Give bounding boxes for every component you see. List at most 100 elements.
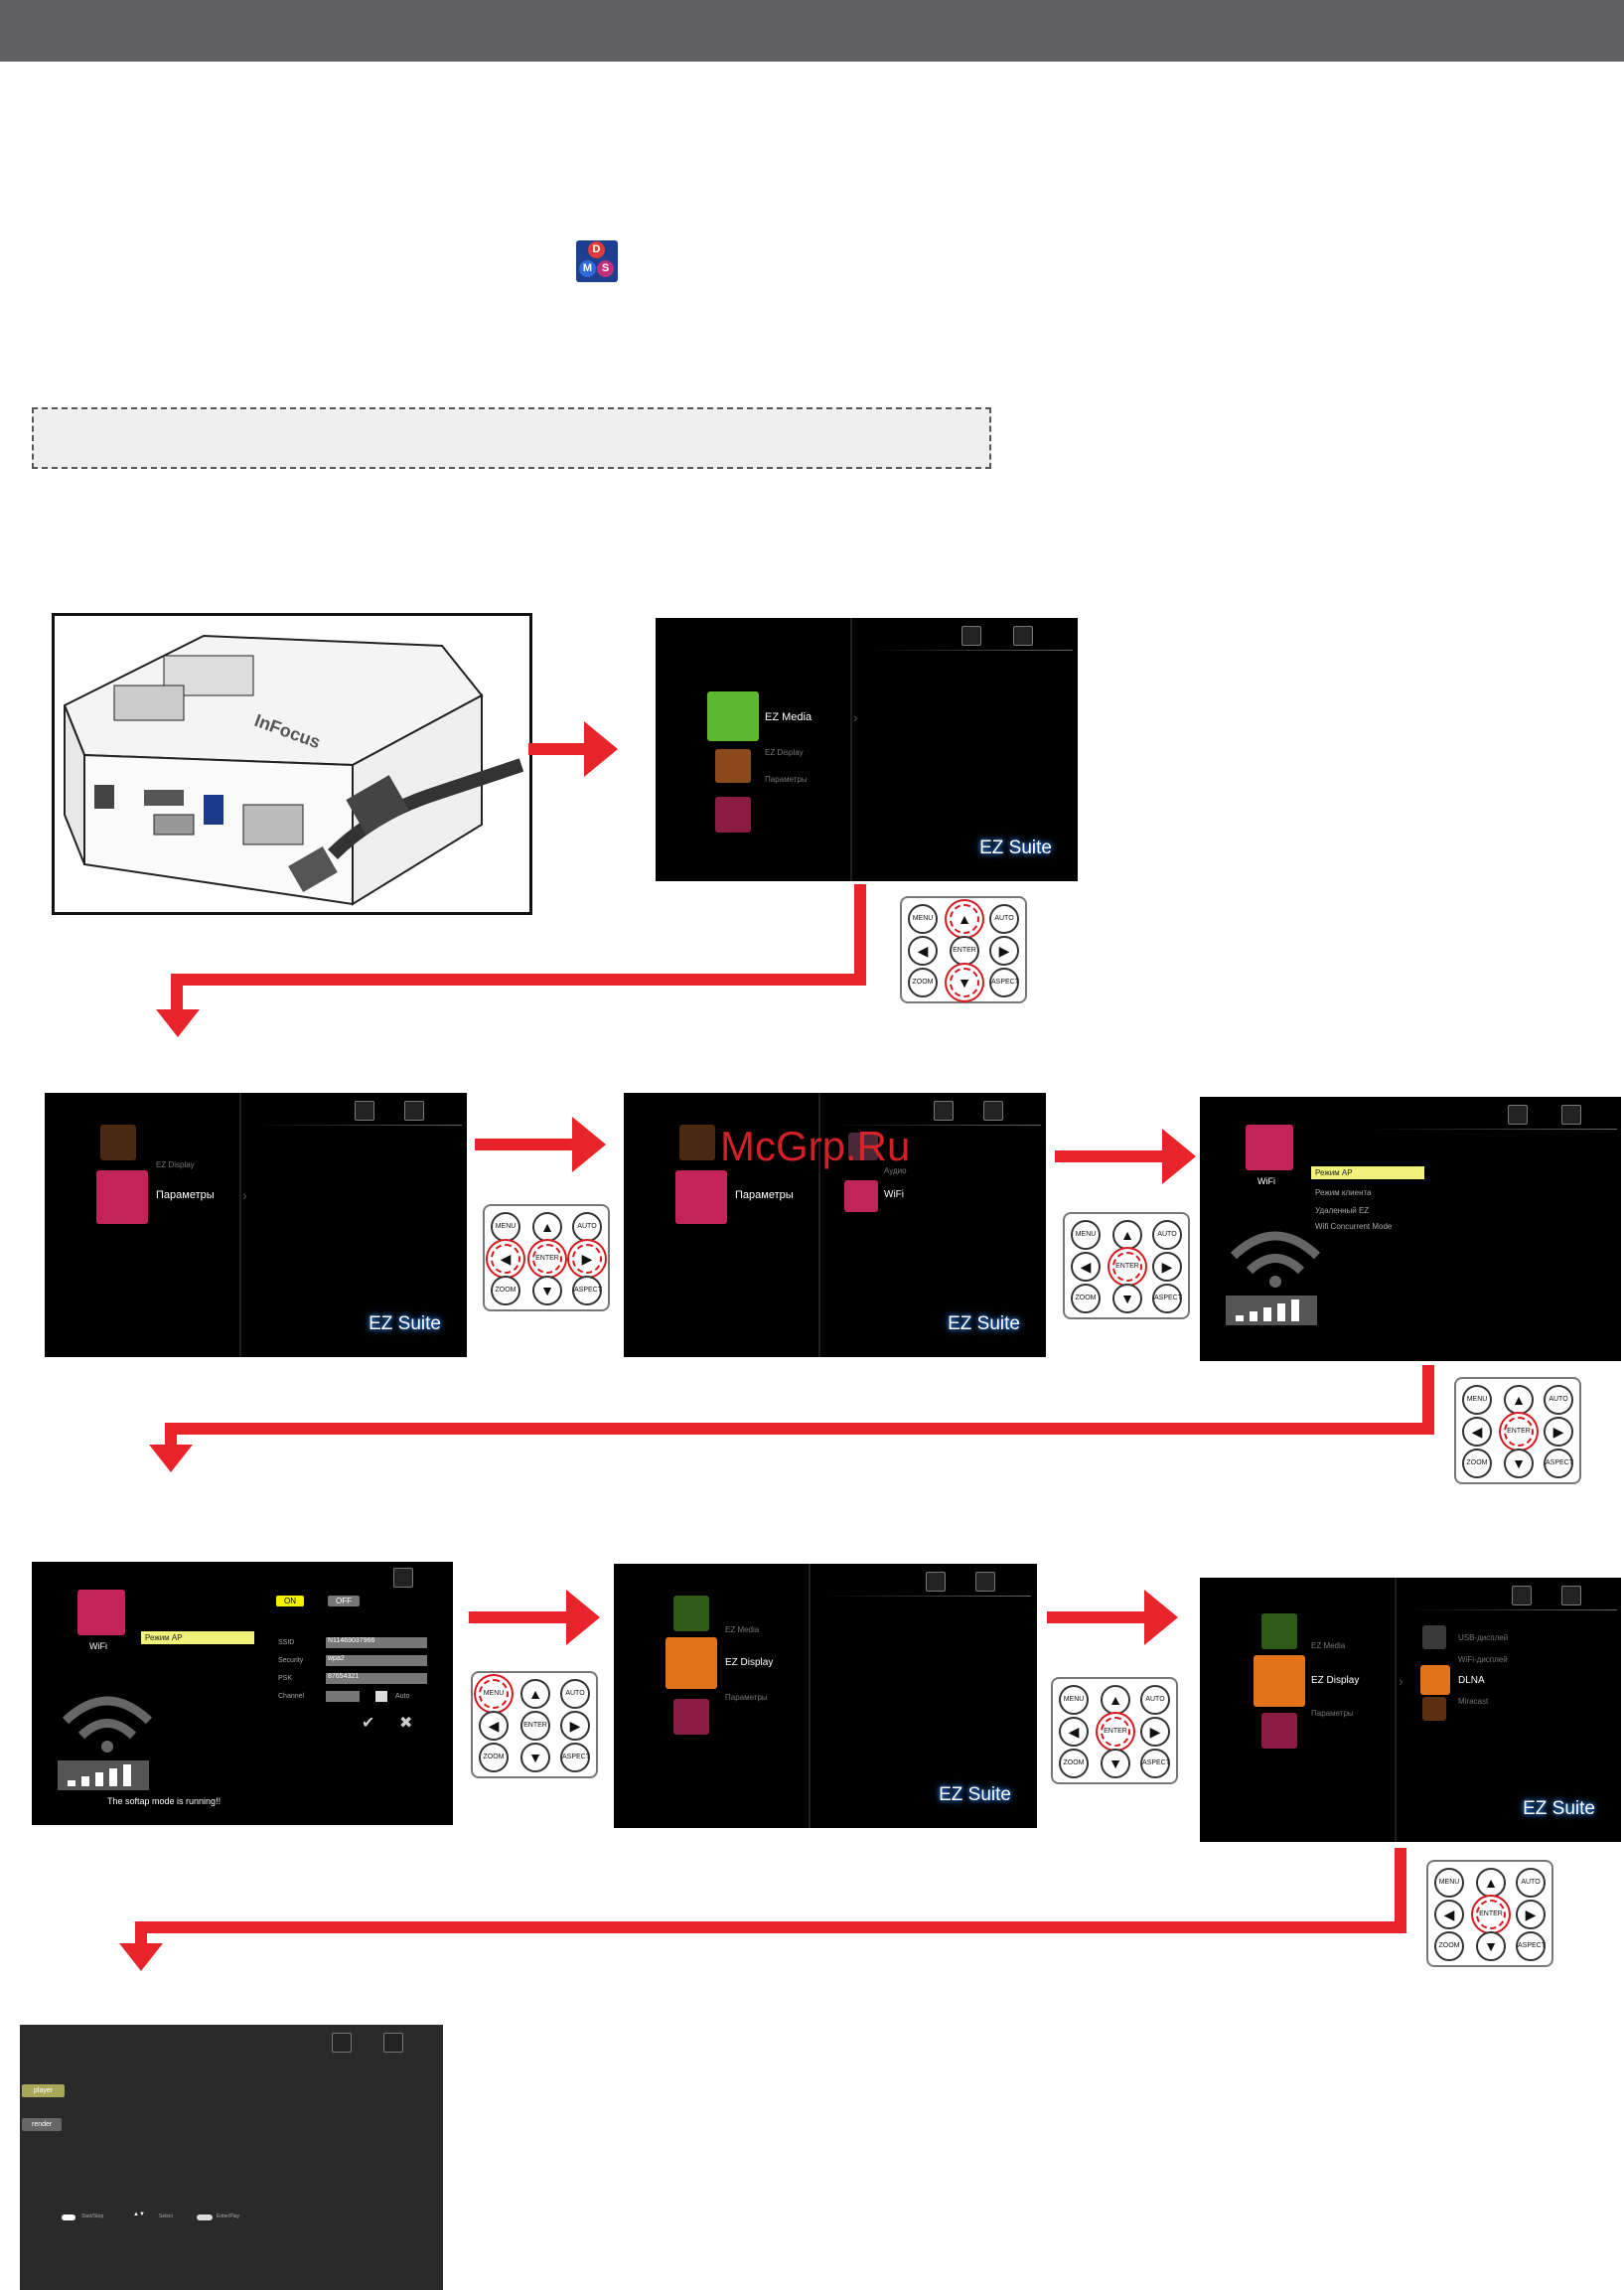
menu-item-parameters[interactable]: Параметры bbox=[735, 1189, 794, 1201]
ez-media-icon[interactable] bbox=[1261, 1613, 1297, 1649]
remote-up-button[interactable]: ▲ bbox=[1504, 1385, 1534, 1415]
remote-up-button[interactable]: ▲ bbox=[520, 1679, 550, 1709]
remote-auto-button[interactable]: AUTO bbox=[1152, 1220, 1182, 1250]
ssid-field[interactable]: N11469037966 bbox=[326, 1637, 427, 1648]
menu-item-wifi-concurrent[interactable]: Wifi Concurrent Mode bbox=[1315, 1222, 1393, 1231]
wifi-icon[interactable] bbox=[844, 1180, 878, 1212]
ez-media-icon[interactable] bbox=[673, 1596, 709, 1631]
remote-auto-button[interactable]: AUTO bbox=[1544, 1385, 1573, 1415]
remote-right-button[interactable]: ▶ bbox=[1516, 1900, 1546, 1929]
tag-icon[interactable] bbox=[934, 1101, 954, 1121]
remote-left-button[interactable]: ◀ bbox=[1434, 1900, 1464, 1929]
remote-aspect-button[interactable]: ASPECT bbox=[1544, 1449, 1573, 1478]
remote-aspect-button[interactable]: ASPECT bbox=[560, 1743, 590, 1772]
parameters-icon[interactable] bbox=[1261, 1713, 1297, 1749]
remote-menu-button[interactable]: MENU bbox=[479, 1679, 509, 1709]
remote-menu-button[interactable]: MENU bbox=[908, 904, 938, 934]
remote-left-button[interactable]: ◀ bbox=[908, 936, 938, 966]
user-icon[interactable] bbox=[383, 2033, 403, 2053]
remote-zoom-button[interactable]: ZOOM bbox=[1462, 1449, 1492, 1478]
menu-item-client-mode[interactable]: Режим клиента bbox=[1315, 1188, 1372, 1197]
remote-up-button[interactable]: ▲ bbox=[1112, 1220, 1142, 1250]
remote-right-button[interactable]: ▶ bbox=[572, 1244, 602, 1274]
menu-item-ap-mode[interactable]: Режим AP bbox=[1311, 1166, 1424, 1179]
remote-up-button[interactable]: ▲ bbox=[532, 1212, 562, 1242]
on-button[interactable]: ON bbox=[276, 1596, 304, 1606]
channel-field[interactable] bbox=[326, 1691, 360, 1702]
cancel-icon[interactable]: ✖ bbox=[399, 1715, 413, 1732]
remote-down-button[interactable]: ▼ bbox=[1504, 1449, 1534, 1478]
remote-enter-button[interactable]: ENTER bbox=[520, 1711, 550, 1741]
remote-aspect-button[interactable]: ASPECT bbox=[1516, 1931, 1546, 1961]
remote-zoom-button[interactable]: ZOOM bbox=[1059, 1749, 1089, 1778]
remote-zoom-button[interactable]: ZOOM bbox=[1071, 1284, 1101, 1313]
player-button[interactable]: player bbox=[22, 2084, 66, 2097]
remote-aspect-button[interactable]: ASPECT bbox=[989, 968, 1019, 997]
user-icon[interactable] bbox=[983, 1101, 1003, 1121]
remote-right-button[interactable]: ▶ bbox=[1544, 1417, 1573, 1447]
remote-down-button[interactable]: ▼ bbox=[1112, 1284, 1142, 1313]
menu-item-parameters[interactable]: Параметры bbox=[156, 1189, 215, 1201]
remote-aspect-button[interactable]: ASPECT bbox=[572, 1276, 602, 1305]
menu-item-ez-media[interactable]: EZ Media bbox=[765, 711, 812, 723]
menu-item-ez-display[interactable]: EZ Display bbox=[765, 748, 804, 757]
user-icon[interactable] bbox=[1561, 1105, 1581, 1125]
menu-item-dlna[interactable]: DLNA bbox=[1458, 1675, 1485, 1686]
menu-item-ap-mode[interactable]: Режим AP bbox=[141, 1631, 254, 1644]
menu-item-parameters[interactable]: Параметры bbox=[1311, 1709, 1354, 1718]
parameters-icon[interactable] bbox=[715, 797, 751, 833]
parameters-icon[interactable] bbox=[673, 1699, 709, 1735]
remote-right-button[interactable]: ▶ bbox=[560, 1711, 590, 1741]
menu-item-ez-display[interactable]: EZ Display bbox=[1311, 1675, 1360, 1686]
remote-enter-button[interactable]: ENTER bbox=[1101, 1717, 1130, 1747]
ez-display-icon[interactable] bbox=[100, 1125, 136, 1160]
remote-zoom-button[interactable]: ZOOM bbox=[491, 1276, 520, 1305]
remote-down-button[interactable]: ▼ bbox=[1101, 1749, 1130, 1778]
remote-zoom-button[interactable]: ZOOM bbox=[1434, 1931, 1464, 1961]
remote-menu-button[interactable]: MENU bbox=[491, 1212, 520, 1242]
remote-zoom-button[interactable]: ZOOM bbox=[479, 1743, 509, 1772]
render-button[interactable]: render bbox=[22, 2118, 63, 2131]
ez-media-icon[interactable] bbox=[707, 691, 759, 741]
remote-auto-button[interactable]: AUTO bbox=[560, 1679, 590, 1709]
off-button[interactable]: OFF bbox=[328, 1596, 360, 1606]
parameters-icon[interactable] bbox=[675, 1170, 727, 1224]
remote-menu-button[interactable]: MENU bbox=[1059, 1685, 1089, 1715]
remote-right-button[interactable]: ▶ bbox=[1140, 1717, 1170, 1747]
remote-auto-button[interactable]: AUTO bbox=[572, 1212, 602, 1242]
confirm-icon[interactable]: ✔ bbox=[362, 1715, 375, 1732]
remote-down-button[interactable]: ▼ bbox=[1476, 1931, 1506, 1961]
remote-menu-button[interactable]: MENU bbox=[1071, 1220, 1101, 1250]
menu-item-audio[interactable]: Аудио bbox=[884, 1166, 907, 1175]
menu-item-wifi-display[interactable]: WiFi-дисплей bbox=[1458, 1655, 1508, 1664]
tag-icon[interactable] bbox=[1508, 1105, 1528, 1125]
user-icon[interactable] bbox=[404, 1101, 424, 1121]
user-icon[interactable] bbox=[975, 1572, 995, 1592]
menu-item-ez-display[interactable]: EZ Display bbox=[156, 1160, 195, 1169]
remote-aspect-button[interactable]: ASPECT bbox=[1140, 1749, 1170, 1778]
remote-up-button[interactable]: ▲ bbox=[1476, 1868, 1506, 1898]
remote-enter-button[interactable]: ENTER bbox=[1476, 1900, 1506, 1929]
menu-item-parameters[interactable]: Параметры bbox=[765, 775, 808, 784]
usb-display-icon[interactable] bbox=[1422, 1625, 1446, 1649]
ez-display-icon[interactable] bbox=[715, 749, 751, 783]
remote-auto-button[interactable]: AUTO bbox=[1516, 1868, 1546, 1898]
remote-enter-button[interactable]: ENTER bbox=[950, 936, 979, 966]
user-icon[interactable] bbox=[393, 1568, 413, 1588]
remote-down-button[interactable]: ▼ bbox=[950, 968, 979, 997]
remote-zoom-button[interactable]: ZOOM bbox=[908, 968, 938, 997]
remote-right-button[interactable]: ▶ bbox=[1152, 1252, 1182, 1282]
tag-icon[interactable] bbox=[1512, 1586, 1532, 1605]
menu-item-ez-display[interactable]: EZ Display bbox=[725, 1657, 774, 1668]
menu-item-usb-display[interactable]: USB-дисплей bbox=[1458, 1633, 1509, 1642]
remote-left-button[interactable]: ◀ bbox=[1462, 1417, 1492, 1447]
user-icon[interactable] bbox=[1013, 626, 1033, 646]
psk-field[interactable]: 87654321 bbox=[326, 1673, 427, 1684]
remote-up-button[interactable]: ▲ bbox=[1101, 1685, 1130, 1715]
remote-up-button[interactable]: ▲ bbox=[950, 904, 979, 934]
ez-display-icon[interactable] bbox=[665, 1637, 717, 1689]
remote-auto-button[interactable]: AUTO bbox=[989, 904, 1019, 934]
remote-left-button[interactable]: ◀ bbox=[491, 1244, 520, 1274]
menu-item-miracast[interactable]: Miracast bbox=[1458, 1697, 1489, 1706]
remote-menu-button[interactable]: MENU bbox=[1434, 1868, 1464, 1898]
